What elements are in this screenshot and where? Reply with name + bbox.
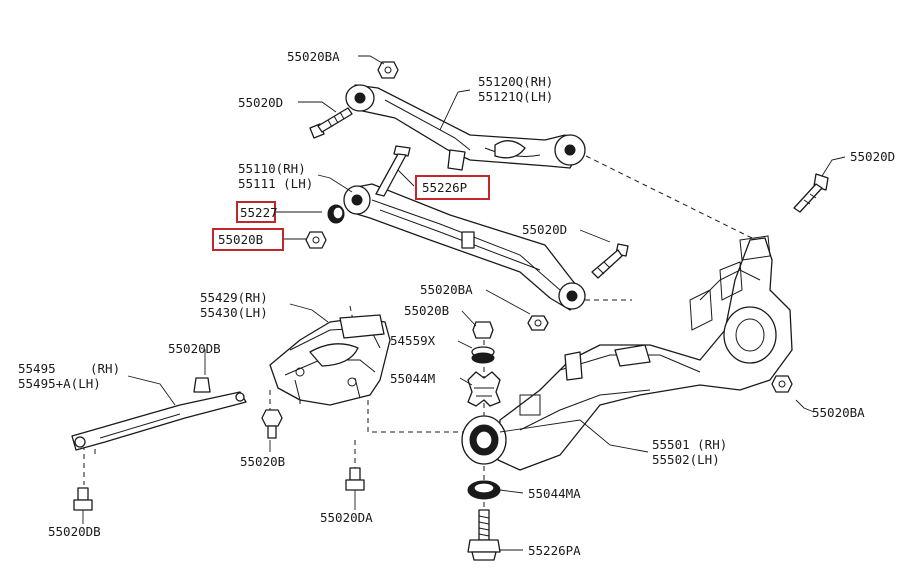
nut-55020DB-top bbox=[193, 377, 211, 393]
bracket-assembly bbox=[269, 314, 391, 406]
part-labels: 55020BA 55020D 55120Q(RH) 55121Q(LH) 550… bbox=[18, 49, 895, 558]
nut-55020B-low bbox=[261, 409, 283, 439]
highlight-box-55020B bbox=[212, 228, 284, 251]
label-55044M: 55044M bbox=[390, 371, 435, 386]
bolt-55020D-mid bbox=[591, 243, 629, 279]
nut-55020BA-mid bbox=[527, 315, 549, 331]
rear-subframe bbox=[497, 235, 793, 471]
label-55020B-highlighted: 55020B bbox=[218, 232, 263, 247]
bolt-55020DB-low bbox=[73, 487, 93, 511]
label-55226P: 55226P bbox=[422, 180, 467, 195]
upper-link-arm bbox=[345, 84, 586, 171]
bolt-55020D-left bbox=[309, 107, 353, 139]
washer-55227 bbox=[327, 204, 345, 224]
label-55020BA-top: 55020BA bbox=[287, 49, 340, 64]
label-lower-link-rh: 55110(RH) bbox=[238, 161, 306, 176]
label-rod-code: 55495 bbox=[18, 361, 56, 376]
label-55020BA-right: 55020BA bbox=[812, 405, 865, 420]
label-subframe-rh: 55501 (RH) bbox=[652, 437, 727, 452]
label-55044MA: 55044MA bbox=[528, 486, 581, 501]
mount-stack bbox=[461, 321, 507, 561]
bolt-55020DA bbox=[345, 467, 365, 491]
label-55020DB-low: 55020DB bbox=[48, 524, 101, 539]
nut-55020BA-right bbox=[771, 375, 793, 393]
label-55227: 55227 bbox=[240, 205, 278, 220]
label-rod-lh: 55495+A(LH) bbox=[18, 376, 101, 391]
label-rod-rh: (RH) bbox=[90, 361, 120, 376]
label-bracket-rh: 55429(RH) bbox=[200, 290, 268, 305]
label-upper-link-rh: 55120Q(RH) bbox=[478, 74, 553, 89]
label-55020DA: 55020DA bbox=[320, 510, 373, 525]
nut-55020BA-top bbox=[377, 61, 399, 79]
highlight-box-55227 bbox=[236, 201, 276, 223]
nut-55020B-highlighted-part bbox=[305, 231, 327, 249]
label-55020D-right: 55020D bbox=[850, 149, 895, 164]
label-subframe-lh: 55502(LH) bbox=[652, 452, 720, 467]
label-55020D-left: 55020D bbox=[238, 95, 283, 110]
label-54559X: 54559X bbox=[390, 333, 436, 348]
label-55226PA: 55226PA bbox=[528, 543, 581, 558]
label-lower-link-lh: 55111 (LH) bbox=[238, 176, 313, 191]
highlight-box-55226P bbox=[415, 175, 490, 200]
label-55020D-mid: 55020D bbox=[522, 222, 567, 237]
label-upper-link-lh: 55121Q(LH) bbox=[478, 89, 553, 104]
label-bracket-lh: 55430(LH) bbox=[200, 305, 268, 320]
label-55020BA-mid: 55020BA bbox=[420, 282, 473, 297]
lower-link-arm bbox=[343, 183, 586, 311]
label-55020B-low: 55020B bbox=[240, 454, 285, 469]
label-55020B-mid: 55020B bbox=[404, 303, 449, 318]
label-55020DB-top: 55020DB bbox=[168, 341, 221, 356]
leader-lines bbox=[82, 55, 846, 551]
lateral-rod bbox=[71, 391, 247, 451]
bolt-55226P bbox=[375, 145, 411, 197]
bolt-55020D-right bbox=[793, 173, 829, 213]
